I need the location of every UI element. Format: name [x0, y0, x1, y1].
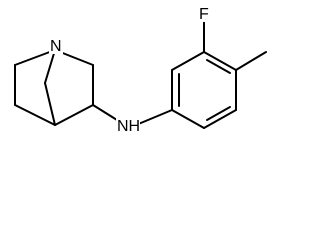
- atom-label-nitrogen: N: [50, 38, 62, 55]
- benzene-ring: [171, 51, 237, 129]
- double-bond: [206, 59, 231, 74]
- atom-label-fluorine: F: [199, 6, 209, 23]
- bond: [171, 109, 205, 129]
- label-mask: [116, 116, 140, 134]
- bond: [14, 49, 56, 66]
- bond: [135, 109, 173, 126]
- bond: [44, 82, 56, 126]
- bond: [171, 51, 205, 71]
- methyl-bond: [235, 51, 267, 71]
- bond: [203, 51, 237, 71]
- atom-label-amine: NH: [117, 118, 140, 135]
- bond: [14, 104, 56, 126]
- quinuclidine-ring: [14, 49, 94, 126]
- bond: [54, 104, 94, 126]
- chemical-structure-diagram: N F NH: [14, 4, 267, 135]
- double-bond: [206, 106, 231, 121]
- bond: [44, 49, 56, 84]
- label-mask: [198, 4, 212, 22]
- label-mask: [49, 36, 63, 54]
- bond: [203, 109, 237, 129]
